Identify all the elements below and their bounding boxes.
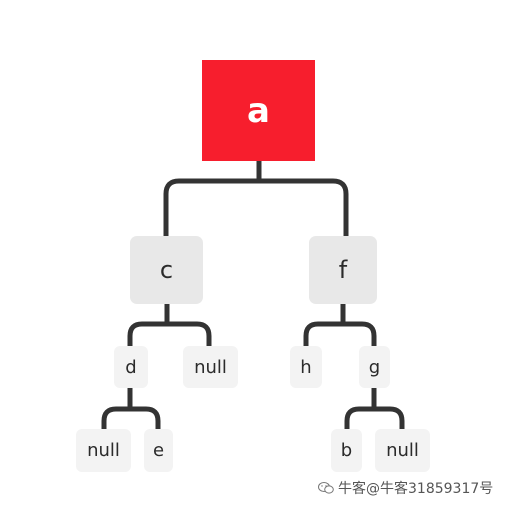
wechat-icon <box>318 482 334 494</box>
node-g-right-null: null <box>375 429 430 472</box>
node-h: h <box>290 346 322 388</box>
node-b: b <box>331 429 362 472</box>
node-d: d <box>114 346 148 388</box>
node-c-right-null: null <box>183 346 238 388</box>
edge-a-children <box>163 157 349 241</box>
edge-f-children <box>303 301 377 349</box>
node-e: e <box>144 429 173 472</box>
node-c: c <box>130 236 203 304</box>
node-g: g <box>359 346 390 388</box>
edge-g-children <box>344 385 405 432</box>
watermark: 牛客@牛客31859317号 <box>318 478 493 498</box>
node-a: a <box>202 60 315 161</box>
node-d-left-null: null <box>76 429 131 472</box>
node-f: f <box>309 236 377 304</box>
edge-c-children <box>127 301 212 349</box>
watermark-text: 牛客@牛客31859317号 <box>338 481 494 497</box>
edge-d-children <box>101 385 161 432</box>
